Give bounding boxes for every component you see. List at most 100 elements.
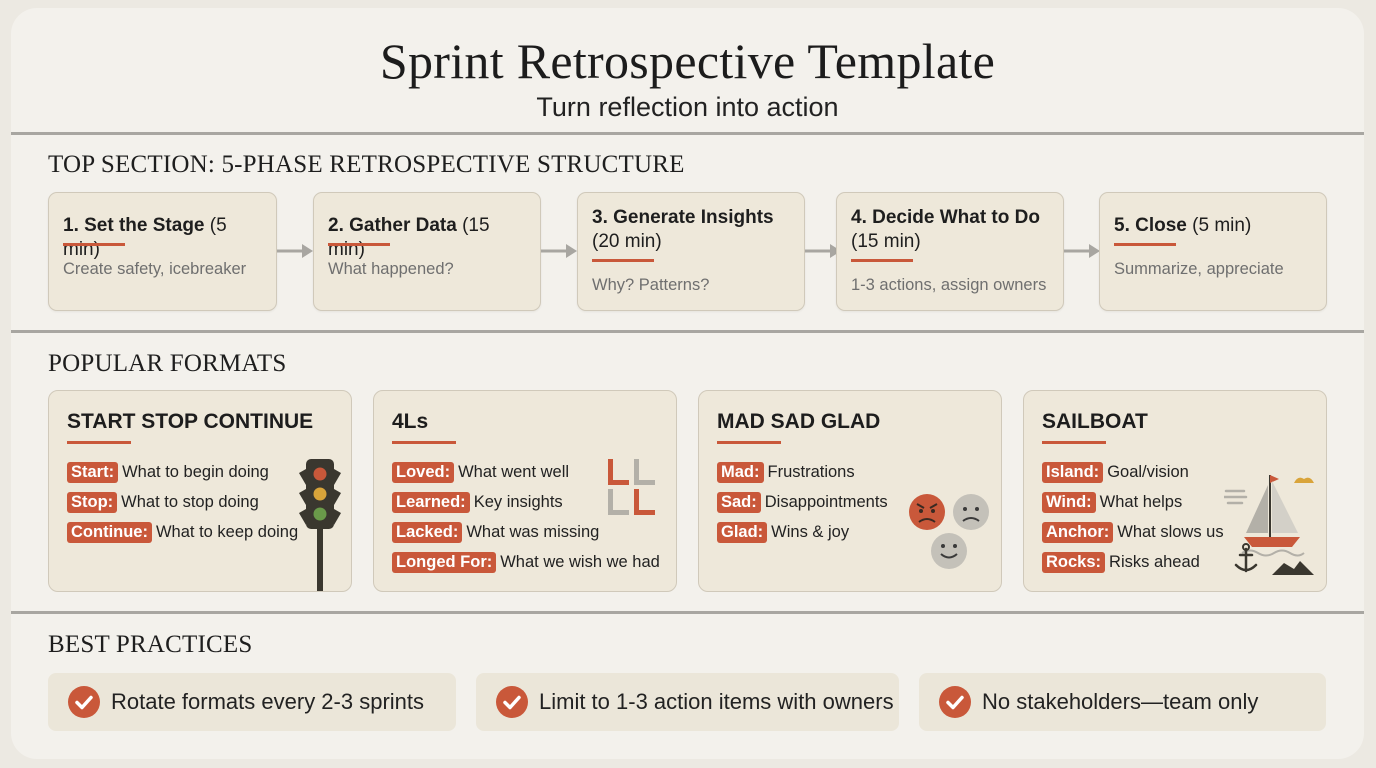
format-row-text: Risks ahead — [1109, 553, 1200, 571]
phase-card-5: 5. Close (5 min) Summarize, appreciate — [1099, 192, 1327, 311]
format-tag: Continue: — [67, 522, 152, 543]
format-row-text: Frustrations — [767, 463, 855, 481]
phase-name: 4. Decide What to Do — [851, 207, 1040, 228]
best-practice-text: Rotate formats every 2-3 sprints — [111, 689, 425, 714]
best-practice-text: Limit to 1-3 action items with owners — [539, 689, 894, 714]
phase-duration: (5 min) — [1192, 215, 1252, 236]
format-card-start-stop-continue: START STOP CONTINUE Start:What to begin … — [48, 390, 352, 592]
format-row-text: What slows us — [1117, 523, 1224, 541]
phase-underline — [1114, 243, 1176, 246]
format-row: Wind:What helps — [1042, 491, 1182, 513]
format-row: Mad:Frustrations — [717, 461, 855, 483]
format-row: Rocks:Risks ahead — [1042, 551, 1200, 573]
formats-section-title: POPULAR FORMATS — [48, 350, 287, 377]
format-row-text: Key insights — [473, 493, 563, 511]
format-row: Longed For:What we wish we had — [392, 551, 660, 573]
traffic-light-icon — [299, 459, 341, 591]
phase-name: 2. Gather Data — [328, 215, 457, 236]
format-card-4ls: 4Ls Loved:What went well Learned:Key ins… — [373, 390, 677, 592]
format-card-mad-sad-glad: MAD SAD GLAD Mad:Frustrations Sad:Disapp… — [698, 390, 1002, 592]
format-row: Continue:What to keep doing — [67, 521, 298, 543]
format-row-text: What we wish we had — [500, 553, 660, 571]
format-title: START STOP CONTINUE — [67, 410, 314, 433]
arrow-right-icon — [277, 244, 313, 258]
arrow-right-icon — [541, 244, 577, 258]
format-title: 4Ls — [392, 410, 429, 433]
format-row: Glad:Wins & joy — [717, 521, 849, 543]
phase-description: What happened? — [328, 260, 454, 278]
format-row-text: What to begin doing — [122, 463, 269, 481]
format-card-sailboat: SAILBOAT Island:Goal/vision Wind:What he… — [1023, 390, 1327, 592]
arrow-right-icon — [1064, 244, 1100, 258]
phase-name: 5. Close — [1114, 215, 1187, 236]
format-underline — [1042, 441, 1106, 444]
phase-description: Summarize, appreciate — [1114, 260, 1284, 278]
phase-name: 3. Generate Insights — [592, 207, 774, 228]
format-tag: Lacked: — [392, 522, 463, 543]
phase-heading: 4. Decide What to Do (15 min) — [851, 206, 1053, 254]
phase-card-3: 3. Generate Insights (20 min) Why? Patter… — [577, 192, 805, 311]
format-row-text: Disappointments — [764, 493, 888, 511]
page-subtitle: Turn reflection into action — [536, 92, 839, 122]
best-practice-item: Rotate formats every 2-3 sprints — [48, 673, 456, 731]
phase-card-2: 2. Gather Data (15 min) What happened? — [313, 192, 541, 311]
phase-heading: 2. Gather Data (15 min) — [328, 214, 530, 262]
format-row: Stop:What to stop doing — [67, 491, 259, 513]
format-tag: Glad: — [717, 522, 768, 543]
template-card: Sprint Retrospective Template Turn refle… — [11, 8, 1364, 759]
format-tag: Longed For: — [392, 552, 497, 573]
format-row: Sad:Disappointments — [717, 491, 888, 513]
phase-duration: (20 min) — [592, 231, 662, 252]
phase-underline — [328, 243, 390, 246]
format-tag: Anchor: — [1042, 522, 1114, 543]
format-row: Island:Goal/vision — [1042, 461, 1189, 483]
format-row-text: What to stop doing — [121, 493, 259, 511]
format-row: Start:What to begin doing — [67, 461, 269, 483]
format-row: Lacked:What was missing — [392, 521, 599, 543]
phase-description: 1-3 actions, assign owners — [851, 276, 1047, 294]
phase-underline — [592, 259, 654, 262]
format-tag: Start: — [67, 462, 119, 483]
format-row: Anchor:What slows us — [1042, 521, 1224, 543]
format-tag: Mad: — [717, 462, 764, 483]
format-title: SAILBOAT — [1042, 410, 1148, 433]
arrow-right-icon — [805, 244, 841, 258]
format-tag: Sad: — [717, 492, 761, 513]
format-title: MAD SAD GLAD — [717, 410, 881, 433]
phase-heading: 3. Generate Insights (20 min) — [592, 206, 794, 254]
check-circle-icon — [939, 686, 971, 718]
format-row-text: Wins & joy — [771, 523, 850, 541]
page-title: Sprint Retrospective Template — [379, 33, 996, 89]
format-row-text: Goal/vision — [1107, 463, 1189, 481]
phase-description: Create safety, icebreaker — [63, 260, 247, 278]
phase-underline — [851, 259, 913, 262]
format-row-text: What helps — [1099, 493, 1183, 511]
check-circle-icon — [68, 686, 100, 718]
divider — [11, 330, 1364, 333]
format-row-text: What to keep doing — [155, 523, 299, 541]
format-tag: Loved: — [392, 462, 455, 483]
phase-underline — [63, 243, 125, 246]
format-row-text: What went well — [458, 463, 570, 481]
format-tag: Rocks: — [1042, 552, 1106, 573]
phase-name: 1. Set the Stage — [63, 215, 205, 236]
divider — [11, 132, 1364, 135]
phase-description: Why? Patterns? — [592, 276, 710, 294]
format-tag: Stop: — [67, 492, 118, 513]
format-row: Learned:Key insights — [392, 491, 563, 513]
phase-heading: 5. Close (5 min) — [1114, 214, 1316, 238]
best-practice-text: No stakeholders—team only — [982, 689, 1259, 714]
format-tag: Island: — [1042, 462, 1104, 483]
emotion-faces-icon — [909, 494, 989, 569]
format-row-text: What was missing — [466, 523, 600, 541]
phase-duration: (15 min) — [851, 231, 921, 252]
four-l-icon — [608, 459, 655, 515]
format-underline — [392, 441, 456, 444]
best-practice-item: No stakeholders—team only — [919, 673, 1326, 731]
format-underline — [717, 441, 781, 444]
best-practices-section-title: BEST PRACTICES — [48, 631, 253, 658]
format-row: Loved:What went well — [392, 461, 569, 483]
phase-card-4: 4. Decide What to Do (15 min) 1-3 actions… — [836, 192, 1064, 311]
sailboat-icon — [1224, 475, 1314, 575]
best-practice-item: Limit to 1-3 action items with owners — [476, 673, 899, 731]
